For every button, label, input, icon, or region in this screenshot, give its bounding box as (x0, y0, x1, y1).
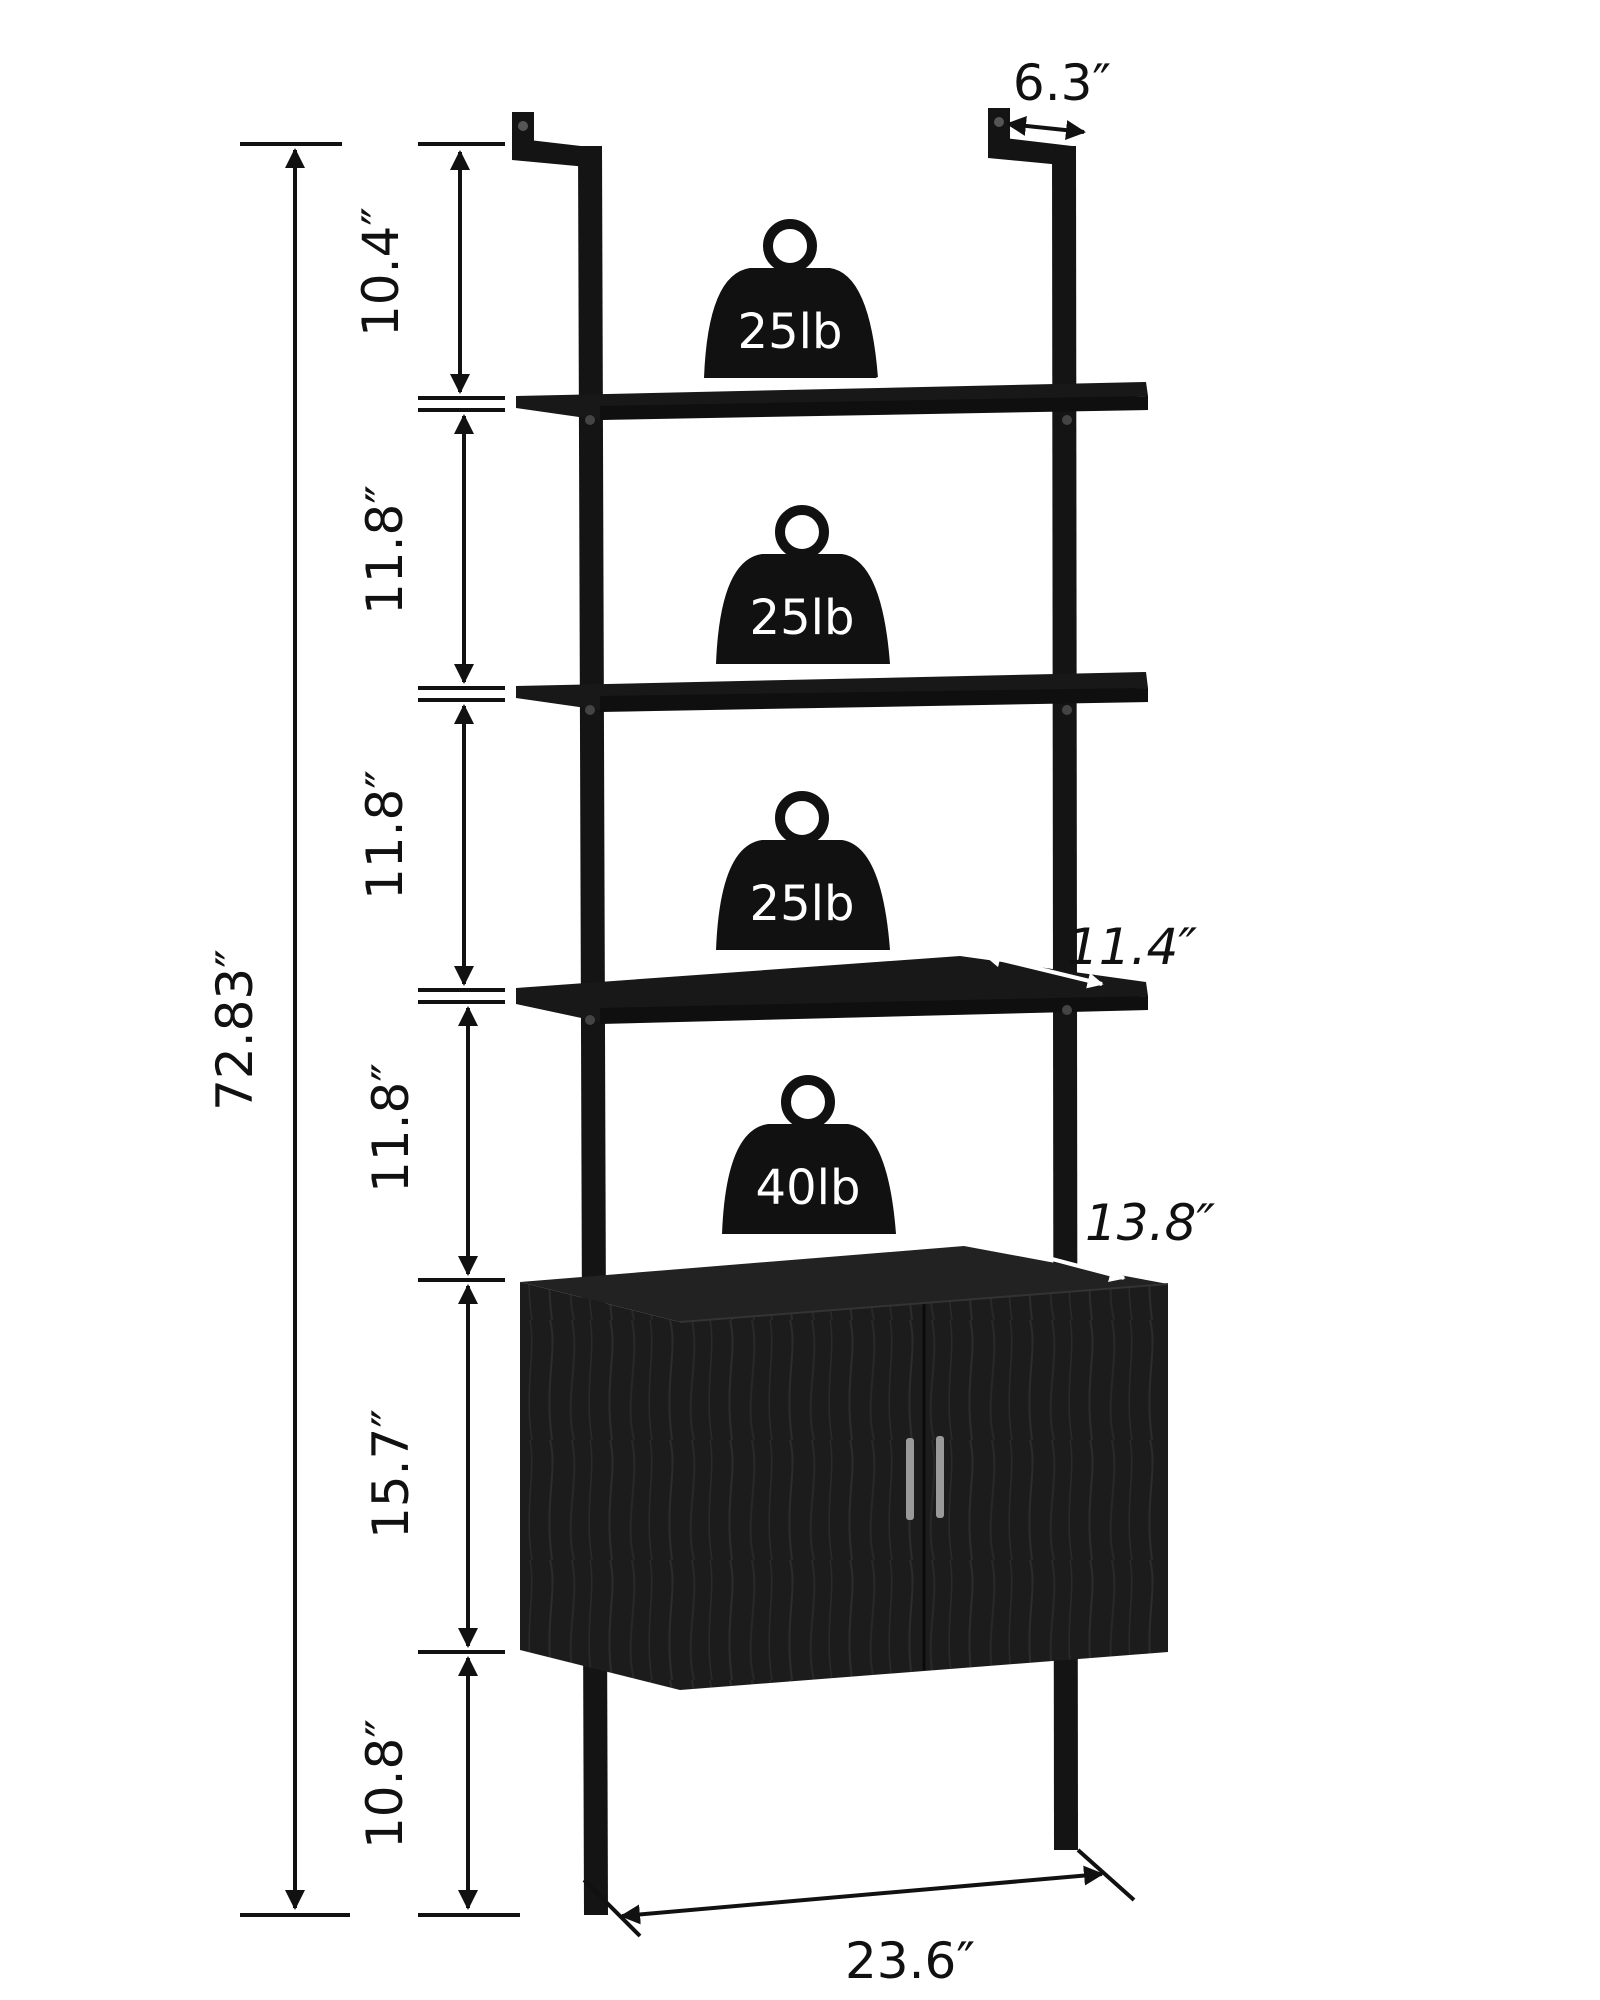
right-wall-bracket (988, 108, 1072, 166)
width-dimension (582, 1848, 1136, 1938)
weight-label-1: 25lb (738, 304, 843, 360)
kettlebell-weight-icon: 25lb (704, 219, 878, 378)
kettlebell-weight-icon: 25lb (716, 791, 890, 950)
bracket-depth-dimension (1006, 115, 1086, 141)
cabinet-depth-dimension (978, 1235, 1126, 1283)
shelf-depth-label: 11.4″ (1067, 918, 1197, 976)
total-height-label: 72.83″ (206, 949, 264, 1111)
weight-label-2: 25lb (750, 590, 855, 646)
shelf-gap-2-label: 11.8″ (356, 770, 414, 900)
kettlebell-weight-icon: 40lb (722, 1075, 896, 1234)
cabinet-side (520, 1282, 680, 1690)
kettlebell-weight-icon: 25lb (716, 505, 890, 664)
left-wall-bracket (512, 112, 598, 168)
shelf-gap-3-label: 11.8″ (362, 1063, 420, 1193)
cabinet-height-label: 15.7″ (362, 1409, 420, 1539)
shelf-1 (516, 382, 1148, 425)
shelf-2 (516, 672, 1148, 715)
bookshelf (512, 108, 1169, 1915)
dimension-labels: 72.83″ 10.4″ 11.8″ 11.8″ 11.8″ 15.7″ 10.… (206, 54, 1215, 1990)
shelf-depth-dimension (984, 951, 1104, 989)
width-label: 23.6″ (845, 1932, 975, 1990)
weight-label-4: 40lb (756, 1160, 861, 1216)
bracket-depth-label: 6.3″ (1013, 54, 1111, 112)
shelf-gap-1-label: 11.8″ (356, 485, 414, 615)
weight-capacity-icons: 25lb 25lb 25lb 40lb (704, 219, 896, 1234)
left-door-handle (906, 1438, 914, 1520)
bottom-gap-label: 10.8″ (356, 1719, 414, 1849)
cabinet-depth-label: 13.8″ (1085, 1194, 1215, 1252)
weight-label-3: 25lb (750, 876, 855, 932)
total-height-dimension (240, 142, 350, 1917)
top-gap-label: 10.4″ (352, 207, 410, 337)
storage-cabinet (520, 1246, 1169, 1690)
segment-dimensions (418, 142, 520, 1917)
right-door-handle (936, 1436, 944, 1518)
